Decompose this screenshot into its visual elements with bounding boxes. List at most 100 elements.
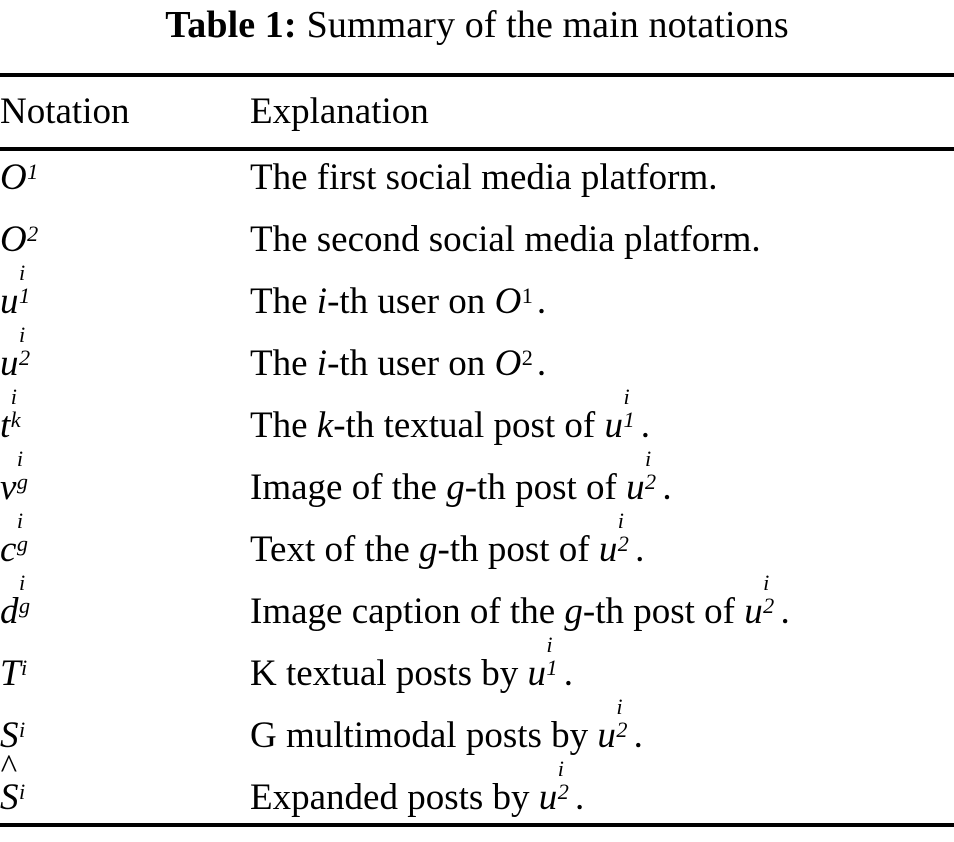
- inline-subscript: 2: [763, 593, 775, 619]
- inline-text: .: [662, 467, 672, 508]
- inline-text: -th user on: [327, 281, 495, 322]
- notation-superscript: i: [18, 260, 26, 286]
- notation-base: c: [0, 529, 17, 570]
- inline-subscript: 2: [645, 469, 657, 495]
- inline-text: .: [635, 529, 645, 570]
- column-header-explanation: Explanation: [250, 91, 429, 132]
- inline-superscript: i: [546, 632, 553, 658]
- notation-superscript: i: [16, 508, 24, 534]
- inline-text: .: [575, 777, 585, 818]
- table-header-rule: [0, 147, 954, 151]
- inline-superscript: i: [616, 694, 623, 720]
- notation-scripts: 2: [27, 214, 43, 251]
- inline-subscript: 2: [557, 779, 569, 805]
- inline-variable: g: [419, 529, 438, 570]
- inline-variable: u: [744, 591, 763, 632]
- notation-base: T: [0, 653, 21, 694]
- notation-superscript: i: [18, 322, 26, 348]
- notation-superscript: i: [16, 446, 24, 472]
- inline-text: Text of the: [250, 529, 419, 570]
- circumflex-accent-icon: ^: [0, 747, 18, 787]
- inline-text: .: [780, 591, 790, 632]
- table-bottom-rule: [0, 823, 954, 827]
- inline-text: .: [536, 281, 547, 322]
- inline-scripts: 1: [521, 276, 537, 313]
- cell-explanation: The first social media platform.: [250, 147, 954, 209]
- inline-text: K textual posts by: [250, 653, 528, 694]
- inline-text: -th textual post of: [333, 405, 605, 446]
- inline-variable: u: [604, 405, 624, 446]
- inline-superscript: i: [623, 384, 630, 410]
- cell-notation: S^i: [0, 749, 250, 829]
- notation-base: S: [0, 715, 19, 756]
- inline-text: The: [250, 405, 317, 446]
- inline-superscript: i: [617, 508, 624, 534]
- notation-subscript: g: [18, 593, 31, 619]
- inline-text: The: [250, 281, 317, 322]
- inline-text: -th user on: [327, 343, 495, 384]
- notation-scripts: 1: [27, 152, 43, 189]
- inline-subscript: 1: [546, 655, 558, 681]
- notation-superscript: i: [18, 570, 26, 596]
- notation-subscript: k: [10, 407, 21, 433]
- inline-variable: k: [316, 405, 334, 446]
- notation-scripts: i: [21, 648, 37, 685]
- table-header-row: Notation Explanation: [0, 77, 954, 147]
- table-caption: Table 1:Summary of the main notations: [0, 2, 954, 48]
- inline-text: .: [633, 715, 643, 756]
- notation-scripts: i: [19, 772, 35, 809]
- inline-subscript: 2: [617, 531, 629, 557]
- notation-superscript: i: [10, 384, 17, 410]
- notation-symbol: S^i: [0, 749, 34, 818]
- inline-superscript: i: [557, 756, 564, 782]
- notation-base: O: [0, 157, 27, 198]
- inline-text: .: [563, 653, 573, 694]
- inline-variable: u: [598, 529, 618, 570]
- table-caption-text: Summary of the main notations: [306, 4, 789, 46]
- inline-variable: u: [626, 467, 645, 508]
- inline-text: -th post of: [464, 467, 627, 508]
- inline-variable: g: [564, 591, 583, 632]
- inline-text: .: [640, 405, 651, 446]
- notation-base: O: [0, 219, 27, 260]
- cell-explanation: The second social media platform.: [250, 209, 954, 271]
- notation-subscript: g: [16, 531, 28, 557]
- inline-text: The second social media platform.: [250, 219, 761, 260]
- notation-scripts: i: [19, 710, 35, 747]
- inline-text: Image of the: [250, 467, 447, 508]
- inline-subscript: 2: [616, 717, 628, 743]
- inline-variable: u: [527, 653, 546, 694]
- inline-text: Image caption of the: [250, 591, 565, 632]
- inline-text: The: [250, 343, 317, 384]
- inline-text: .: [536, 343, 547, 384]
